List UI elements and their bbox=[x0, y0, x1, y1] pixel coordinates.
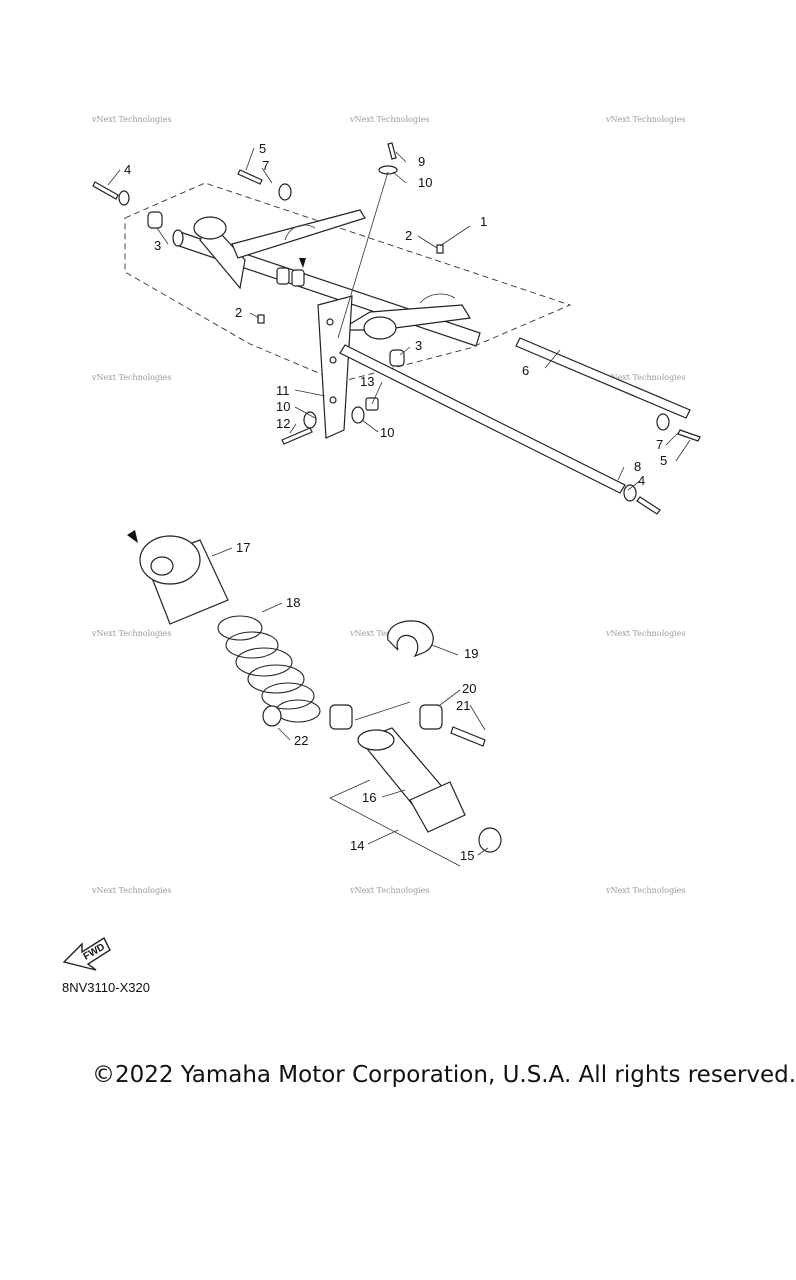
callout-5: 5 bbox=[259, 141, 266, 156]
callout-14: 14 bbox=[350, 838, 364, 853]
washer bbox=[278, 183, 292, 201]
callout-2: 2 bbox=[235, 305, 242, 320]
rubber-boot-hole bbox=[150, 556, 174, 576]
shaft-8 bbox=[339, 344, 626, 494]
nut-22 bbox=[262, 705, 282, 727]
washer bbox=[623, 484, 637, 502]
callout-19: 19 bbox=[464, 646, 478, 661]
callout-21: 21 bbox=[456, 698, 470, 713]
watermark: vNext Technologies bbox=[605, 373, 685, 382]
bolt-4 bbox=[92, 181, 119, 200]
callout-4: 4 bbox=[638, 473, 645, 488]
callout-numbers: 1 2 2 3 3 4 4 5 5 6 7 7 8 9 10 10 10 11 … bbox=[124, 141, 667, 863]
collar-20 bbox=[419, 704, 443, 730]
brace bbox=[231, 209, 366, 259]
mount-tab bbox=[276, 267, 290, 285]
callout-2: 2 bbox=[405, 228, 412, 243]
left-bushing-housing bbox=[193, 216, 227, 240]
callout-12: 12 bbox=[276, 416, 290, 431]
group-outline bbox=[124, 182, 572, 383]
watermark: vNext Technologies bbox=[349, 115, 429, 124]
fwd-arrow-icon: FWD bbox=[62, 936, 111, 971]
tube-end bbox=[172, 229, 184, 247]
callout-13: 13 bbox=[360, 374, 374, 389]
brake-line bbox=[284, 224, 316, 241]
callout-1: 1 bbox=[480, 214, 487, 229]
brake-line bbox=[419, 293, 456, 304]
washer bbox=[656, 413, 670, 431]
bracket-hole bbox=[329, 356, 337, 364]
shaft-6 bbox=[515, 337, 691, 419]
callout-10: 10 bbox=[418, 175, 432, 190]
callout-6: 6 bbox=[522, 363, 529, 378]
callout-10: 10 bbox=[380, 425, 394, 440]
callout-10: 10 bbox=[276, 399, 290, 414]
washer-10 bbox=[303, 411, 317, 429]
watermark: vNext Technologies bbox=[605, 886, 685, 895]
callout-17: 17 bbox=[236, 540, 250, 555]
leader-line bbox=[337, 171, 389, 339]
bolt-5 bbox=[677, 429, 701, 442]
diagram-code: 8NV3110-X320 bbox=[62, 980, 150, 995]
fitting-2 bbox=[257, 314, 265, 324]
watermark: vNext Technologies bbox=[605, 115, 685, 124]
callout-3: 3 bbox=[154, 238, 161, 253]
shock-top bbox=[357, 729, 395, 751]
bolt-5 bbox=[237, 169, 263, 185]
callout-20: 20 bbox=[462, 681, 476, 696]
callout-3: 3 bbox=[415, 338, 422, 353]
watermark: vNext Technologies bbox=[91, 629, 171, 638]
callout-7: 7 bbox=[656, 437, 663, 452]
callout-5: 5 bbox=[660, 453, 667, 468]
group-bracket bbox=[329, 779, 461, 867]
callout-4: 4 bbox=[124, 162, 131, 177]
watermark: vNext Technologies bbox=[349, 886, 429, 895]
bolt-21 bbox=[450, 726, 486, 747]
shock-assembly bbox=[127, 530, 502, 867]
bracket-hole bbox=[329, 396, 337, 404]
link-bracket bbox=[317, 295, 353, 439]
parts-diagram: vNext Technologies vNext Technologies vN… bbox=[62, 115, 701, 971]
spring-18 bbox=[217, 615, 321, 723]
upper-mount bbox=[329, 704, 353, 730]
mount-tab bbox=[291, 269, 305, 287]
callout-11: 11 bbox=[276, 383, 290, 398]
right-bushing-housing bbox=[363, 316, 397, 340]
washer-10 bbox=[378, 165, 398, 175]
collar-15 bbox=[478, 827, 502, 853]
bolt-4 bbox=[636, 496, 661, 515]
callout-8: 8 bbox=[634, 459, 641, 474]
spring-seat-19 bbox=[387, 620, 434, 658]
leader-line bbox=[354, 701, 411, 721]
bracket-hole bbox=[326, 318, 334, 326]
bolt-9 bbox=[387, 142, 397, 160]
washer-10 bbox=[351, 406, 365, 424]
collar-3 bbox=[389, 349, 405, 367]
fitting-2 bbox=[436, 244, 444, 254]
adjuster-ring bbox=[409, 781, 466, 833]
bolt-12 bbox=[281, 427, 313, 445]
watermark: vNext Technologies bbox=[91, 373, 171, 382]
copyright-notice: ©2022 Yamaha Motor Corporation, U.S.A. A… bbox=[92, 1062, 796, 1088]
swingarm-assembly bbox=[92, 142, 701, 515]
collar-3 bbox=[147, 211, 163, 229]
watermark: vNext Technologies bbox=[91, 886, 171, 895]
callout-7: 7 bbox=[262, 158, 269, 173]
callout-22: 22 bbox=[294, 733, 308, 748]
callout-16: 16 bbox=[362, 790, 376, 805]
washer bbox=[118, 190, 130, 206]
pointer-arrow-icon bbox=[299, 258, 306, 268]
callout-18: 18 bbox=[286, 595, 300, 610]
watermark: vNext Technologies bbox=[605, 629, 685, 638]
pointer-arrow-icon bbox=[127, 530, 138, 543]
callout-9: 9 bbox=[418, 154, 425, 169]
watermark: vNext Technologies bbox=[91, 115, 171, 124]
callout-leaders bbox=[107, 147, 691, 856]
callout-15: 15 bbox=[460, 848, 474, 863]
